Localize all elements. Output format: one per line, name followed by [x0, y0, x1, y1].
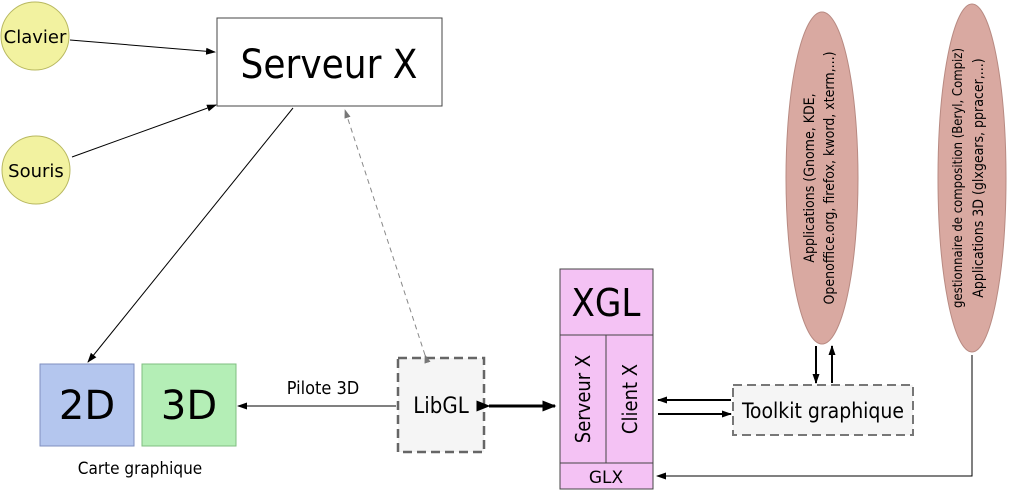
pilote-3d-label: Pilote 3D [287, 378, 360, 399]
xgl-stack: XGL Serveur X Client X GLX [559, 268, 654, 490]
card-3d-label: 3D [161, 383, 217, 429]
edge-serveur-2d [87, 107, 294, 363]
card-3d-node: 3D [141, 363, 237, 447]
applications-line2: Openoffice.org, firefox, kword, xterm,..… [822, 51, 838, 304]
glx-box [559, 462, 654, 490]
applications-node: Applications (Gnome, KDE, Openoffice.org… [785, 11, 859, 345]
edge-souris-serveur [71, 104, 217, 158]
card-2d-label: 2D [59, 383, 115, 429]
compositing-line1: gestionnaire de composition (Beryl, Comp… [951, 48, 966, 308]
compositing-node: gestionnaire de composition (Beryl, Comp… [937, 3, 1007, 353]
souris-label: Souris [8, 161, 64, 182]
serveur-x-label: Serveur X [241, 42, 418, 88]
edge-libgl-serveur [344, 109, 431, 364]
clavier-label: Clavier [4, 27, 67, 48]
toolkit-label: Toolkit graphique [741, 399, 904, 423]
edges [69, 39, 973, 480]
xgl-serveur-x-box [559, 334, 607, 464]
xgl-client-x-box [605, 334, 654, 464]
xgl-box [559, 268, 654, 336]
libgl-label: LibGL [413, 394, 468, 419]
compositing-line2: Applications 3D (glxgears, ppracer,...) [971, 58, 987, 297]
card-2d-node: 2D [39, 363, 135, 447]
applications-line1: Applications (Gnome, KDE, [802, 93, 818, 262]
xgl-serveur-x-label: Serveur X [571, 355, 595, 443]
xgl-client-x-label: Client X [618, 364, 642, 434]
clavier-node: Clavier [0, 1, 70, 71]
glx-label: GLX [589, 468, 624, 488]
xgl-label: XGL [572, 281, 641, 325]
edge-compositing-glx [656, 355, 973, 480]
serveur-x-node: Serveur X [216, 17, 443, 107]
edge-clavier-serveur [69, 39, 216, 55]
carte-graphique-label: Carte graphique [78, 459, 202, 479]
toolkit-node: Toolkit graphique [732, 384, 914, 436]
souris-node: Souris [1, 135, 71, 205]
libgl-node: LibGL [396, 356, 486, 454]
